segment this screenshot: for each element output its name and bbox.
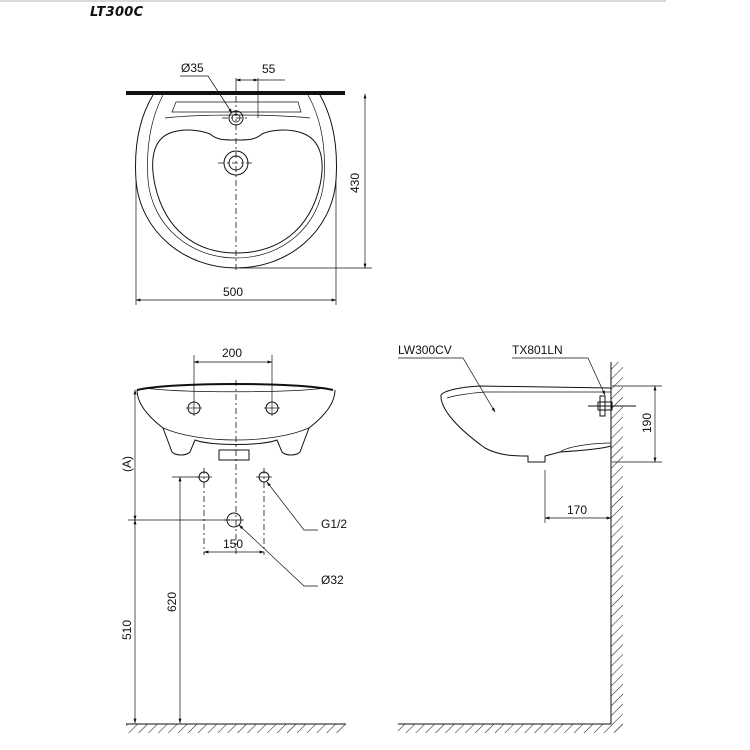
drain-projection-label: 170 (567, 503, 587, 517)
depth-label: 430 (348, 173, 362, 193)
drain-height-label: 510 (120, 620, 134, 640)
top-view: Ø35 55 430 500 (126, 61, 372, 305)
front-view-basin (136, 389, 336, 456)
width-label: 500 (223, 285, 243, 299)
drain-diameter-label: Ø32 (321, 573, 344, 587)
supply-height-label: 620 (165, 592, 179, 612)
side-view-basin (440, 385, 612, 463)
supply-spacing-label: 150 (223, 537, 243, 551)
tap-offset-label: 55 (262, 62, 276, 76)
front-view: 200 150 G1/2 Ø32 (A) 510 620 (120, 346, 347, 733)
height-ref-label: (A) (120, 456, 134, 472)
screw-spacing-label: 200 (222, 346, 242, 360)
top-view-bowl (152, 129, 323, 254)
front-floor-hatch (126, 724, 346, 733)
bracket-height-label: 190 (640, 413, 654, 433)
side-view: LW300CV TX801LN 190 170 (398, 343, 662, 733)
bracket-model-label: TX801LN (512, 343, 563, 357)
supply-thread-label: G1/2 (321, 517, 347, 531)
basin-model-label: LW300CV (398, 343, 452, 357)
model-title: LT300C (90, 5, 144, 20)
top-divider (0, 0, 666, 2)
tap-hole-diameter-label: Ø35 (181, 61, 204, 75)
side-floor-hatch (398, 724, 623, 733)
